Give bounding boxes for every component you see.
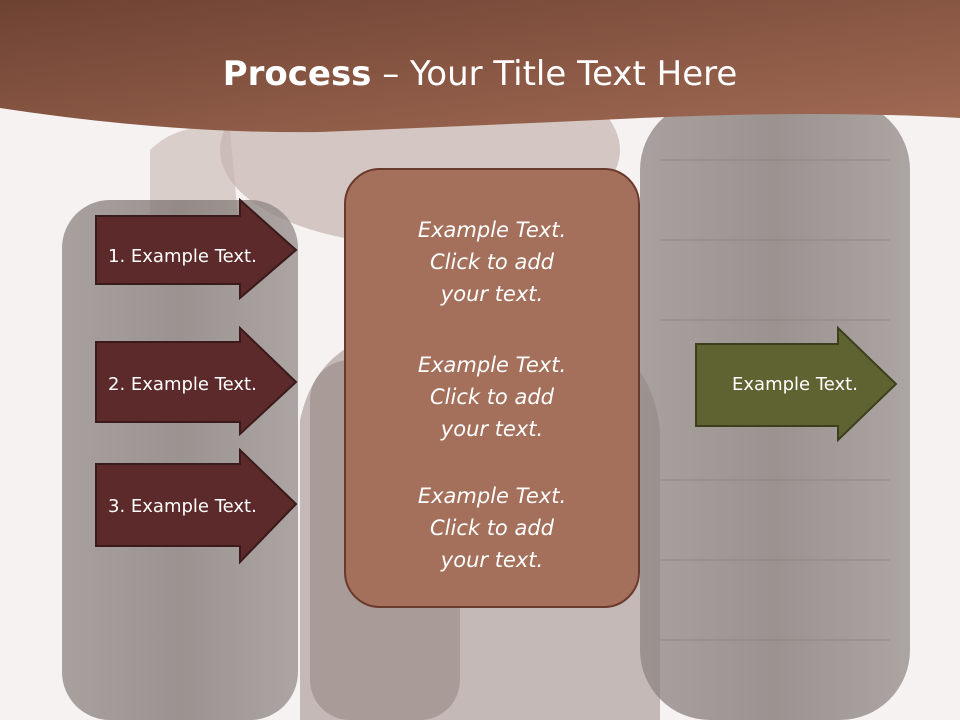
right-arrow-label: Example Text. [732,373,858,395]
center-line: Example Text. [417,353,567,377]
center-paragraph-2: Example Text. Click to add your text. [346,349,638,445]
left-arrow-1-label: 1. Example Text. [108,245,257,267]
left-arrow-2-label: 2. Example Text. [108,373,257,395]
right-arrow[interactable] [694,326,900,444]
center-line: your text. [440,417,544,441]
left-arrow-3-label: 3. Example Text. [108,495,257,517]
left-arrow-2[interactable] [94,326,300,438]
title-rest: – Your Title Text Here [371,54,738,94]
left-arrow-1[interactable] [94,198,300,302]
center-text-box[interactable]: Example Text. Click to add your text. Ex… [344,168,640,608]
center-line: your text. [440,282,544,306]
center-line: Example Text. [417,484,567,508]
center-line: Click to add [429,385,554,409]
title-bold: Process [222,54,372,94]
center-line: Click to add [429,250,554,274]
slide-title[interactable]: Process – Your Title Text Here [0,52,960,96]
center-line: your text. [440,548,544,572]
center-paragraph-3: Example Text. Click to add your text. [346,480,638,576]
left-arrow-3[interactable] [94,448,300,566]
center-line: Example Text. [417,218,567,242]
center-line: Click to add [429,516,554,540]
center-paragraph-1: Example Text. Click to add your text. [346,214,638,310]
